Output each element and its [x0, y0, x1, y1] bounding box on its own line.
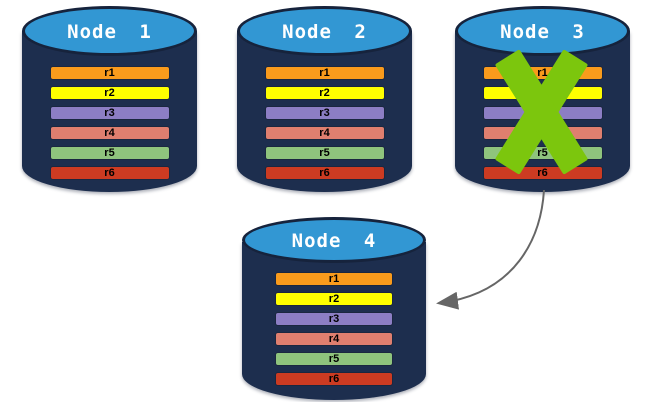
- node-title: Node 4: [291, 229, 377, 252]
- row-r3: r3: [264, 106, 385, 120]
- row-label: r2: [319, 86, 330, 99]
- row-r4: r4: [49, 126, 170, 140]
- row-r1: r1: [49, 66, 170, 80]
- row-label: r6: [104, 166, 115, 179]
- row-r1: r1: [275, 272, 393, 286]
- row-stack: r1 r2 r3 r4 r5 r6: [49, 66, 170, 186]
- row-label: r3: [319, 106, 330, 119]
- cylinder-top: Node 3: [455, 6, 630, 56]
- row-label: r1: [319, 66, 330, 79]
- row-label: r2: [104, 86, 115, 99]
- row-label: r6: [328, 372, 340, 385]
- row-label: r5: [537, 146, 548, 159]
- row-label: r1: [104, 66, 115, 79]
- row-stack: r1 r2 r3 r4 r5 r6: [275, 272, 393, 392]
- row-label: r5: [104, 146, 115, 159]
- row-r4: r4: [275, 332, 393, 346]
- row-r5: r5: [275, 352, 393, 366]
- row-label: r5: [319, 146, 330, 159]
- row-label: r4: [328, 332, 340, 345]
- row-label: r5: [328, 352, 340, 365]
- row-r6: r6: [275, 372, 393, 386]
- curved-arrow-icon: [436, 189, 545, 310]
- row-label: r3: [328, 312, 340, 325]
- row-r5: r5: [49, 146, 170, 160]
- node-2-cylinder: r1 r2 r3 r4 r5 r6 Node 2: [237, 6, 412, 192]
- row-r2: r2: [275, 292, 393, 306]
- row-r1: r1: [264, 66, 385, 80]
- row-r4: r4: [264, 126, 385, 140]
- node-title: Node 1: [67, 20, 152, 43]
- row-label: r6: [537, 166, 548, 179]
- row-r3: r3: [275, 312, 393, 326]
- row-r5: r5: [264, 146, 385, 160]
- row-label: r2: [328, 292, 340, 305]
- row-r2: r2: [264, 86, 385, 100]
- node-title: Node 3: [500, 20, 585, 43]
- row-label: r4: [104, 126, 115, 139]
- row-r3: r3: [49, 106, 170, 120]
- row-r6: r6: [49, 166, 170, 180]
- row-label: r1: [537, 66, 548, 79]
- cylinder-top: Node 2: [237, 6, 412, 56]
- failure-x-icon: [493, 49, 590, 175]
- node-4-cylinder: r1 r2 r3 r4 r5 r6 Node 4: [242, 217, 426, 400]
- row-r2: r2: [49, 86, 170, 100]
- row-label: r4: [319, 126, 330, 139]
- row-label: r6: [319, 166, 330, 179]
- cylinder-top: Node 1: [22, 6, 197, 56]
- cylinder-top: Node 4: [242, 217, 426, 263]
- node-1-cylinder: r1 r2 r3 r4 r5 r6 Node 1: [22, 6, 197, 192]
- row-r6: r6: [264, 166, 385, 180]
- row-stack: r1 r2 r3 r4 r5 r6: [264, 66, 385, 186]
- node-title: Node 2: [282, 20, 367, 43]
- row-label: r3: [104, 106, 115, 119]
- row-label: r1: [328, 272, 340, 285]
